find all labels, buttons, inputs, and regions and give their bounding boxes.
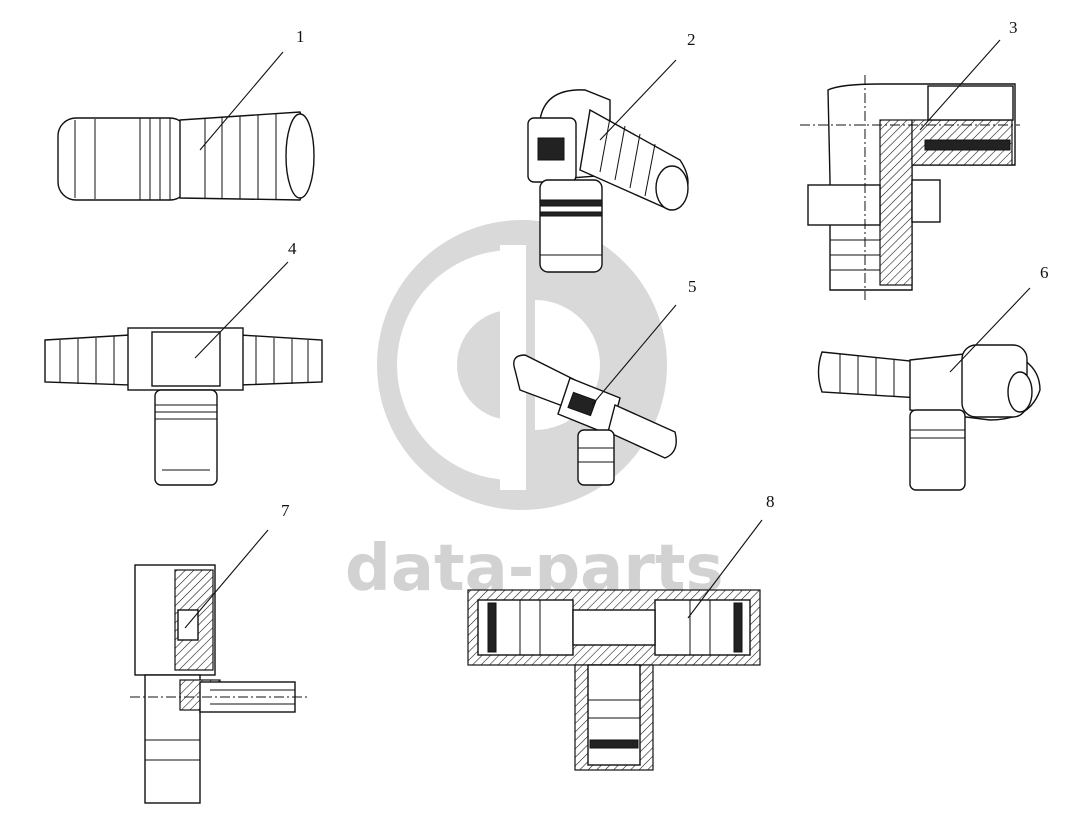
callout-4: 4 bbox=[288, 239, 297, 258]
callout-5: 5 bbox=[688, 277, 697, 296]
callout-6: 6 bbox=[1040, 263, 1049, 282]
part-3-elbow-section: 3 bbox=[800, 18, 1020, 300]
part-2-elbow-connector: 2 bbox=[527, 30, 696, 273]
part-8-tee-section: 8 bbox=[467, 492, 775, 771]
part-7-tee-section: 7 bbox=[130, 501, 310, 804]
callout-2: 2 bbox=[687, 30, 696, 49]
callout-1: 1 bbox=[296, 27, 305, 46]
callout-7: 7 bbox=[281, 501, 290, 520]
callout-8: 8 bbox=[766, 492, 775, 511]
part-1-straight-connector: 1 bbox=[57, 27, 315, 201]
callout-3: 3 bbox=[1009, 18, 1018, 37]
part-5-tee-connector: 5 bbox=[513, 277, 697, 486]
part-4-tee-connector: 4 bbox=[44, 239, 323, 486]
part-6-tee-connector: 6 bbox=[817, 263, 1049, 491]
watermark-logo: data-parts bbox=[345, 220, 724, 606]
